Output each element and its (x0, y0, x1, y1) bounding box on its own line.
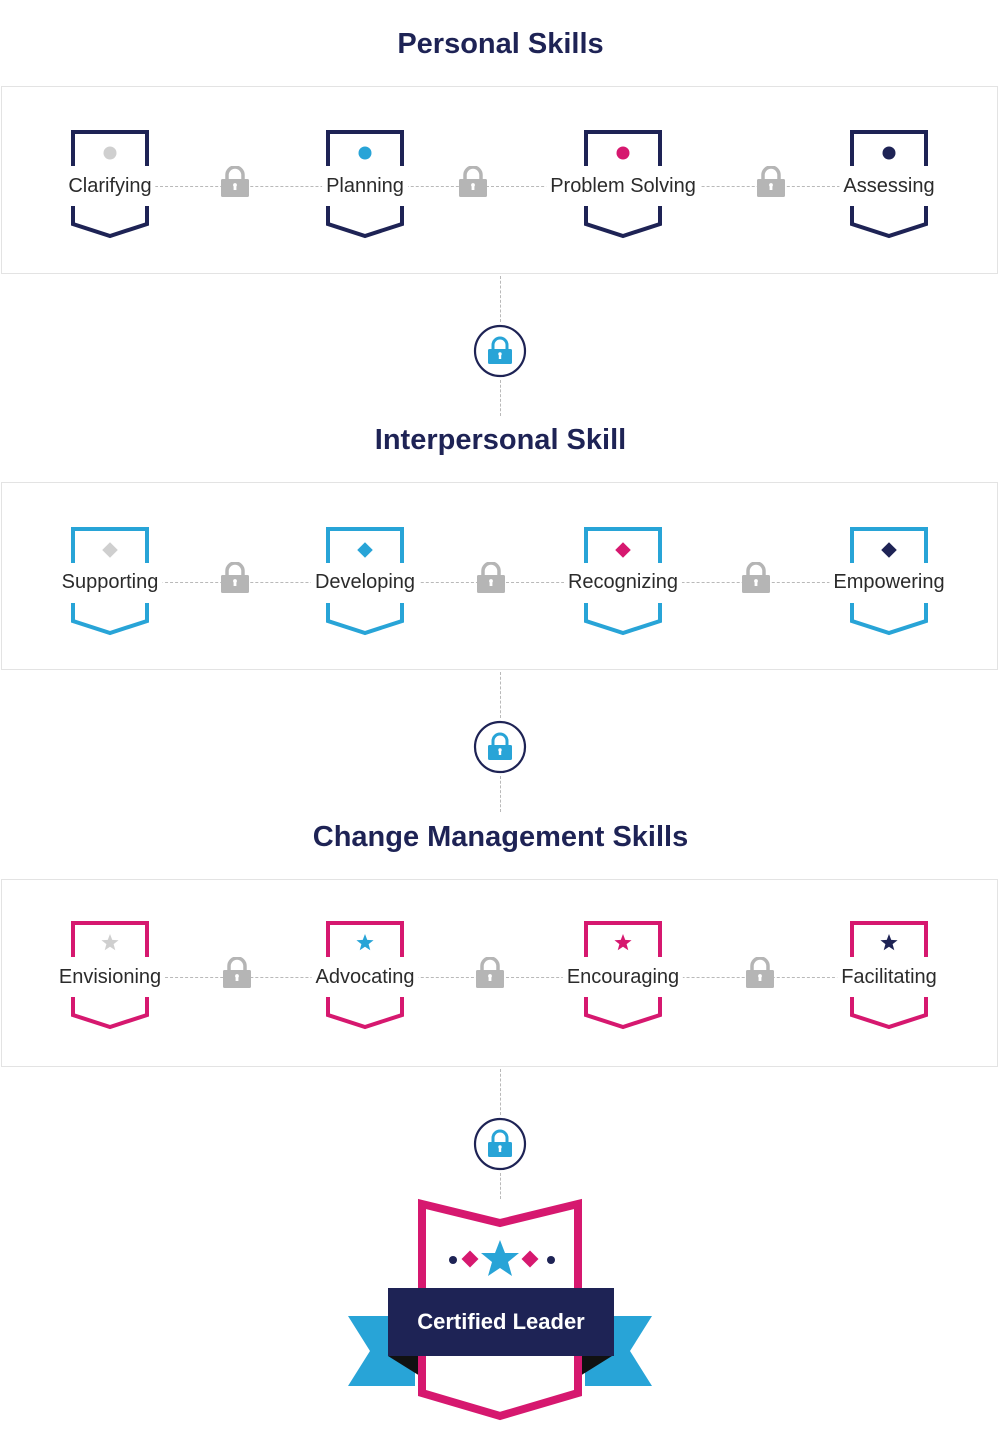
skill-label: Problem Solving (546, 173, 700, 199)
connector-line (500, 776, 501, 812)
skill-label: Assessing (839, 173, 939, 199)
certified-leader-badge (348, 1198, 652, 1421)
unlock-icon (473, 1117, 527, 1171)
skill-badge (850, 130, 928, 240)
padlock-icon (745, 956, 775, 989)
skill-badge (850, 921, 928, 1031)
diamond-icon (850, 527, 928, 636)
skill-badge (584, 130, 662, 240)
connector-line (500, 672, 501, 718)
skill-label: Advocating (311, 964, 419, 990)
skill-badge (71, 527, 149, 637)
diamond-icon (326, 527, 404, 636)
skill-badge (326, 921, 404, 1031)
section-title-personal-skills: Personal Skills (397, 28, 604, 60)
padlock-icon (741, 561, 771, 594)
connector-line (500, 1069, 501, 1115)
skill-badge (71, 130, 149, 240)
star-icon (326, 921, 404, 1030)
diamond-icon (584, 527, 662, 636)
padlock-icon (220, 561, 250, 594)
section-title-interpersonal-skill: Interpersonal Skill (374, 424, 627, 456)
skill-badge (71, 921, 149, 1031)
skill-label: Supporting (57, 569, 163, 595)
padlock-icon (476, 561, 506, 594)
diamond-icon (71, 527, 149, 636)
skill-badge (326, 527, 404, 637)
unlock-icon (473, 720, 527, 774)
padlock-icon (475, 956, 505, 989)
padlock-icon (222, 956, 252, 989)
skill-label: Empowering (829, 569, 949, 595)
circle-icon (584, 130, 662, 239)
skill-label: Recognizing (563, 569, 683, 595)
connector-line (500, 1173, 501, 1199)
star-icon (850, 921, 928, 1030)
skills-panel-personal (1, 86, 998, 274)
skill-label: Developing (310, 569, 420, 595)
circle-icon (71, 130, 149, 239)
skill-badge (850, 527, 928, 637)
skill-label: Clarifying (64, 173, 156, 199)
circle-icon (850, 130, 928, 239)
certified-leader-label: Certified Leader (417, 1309, 585, 1334)
skill-badge (326, 130, 404, 240)
circle-icon (326, 130, 404, 239)
star-icon (71, 921, 149, 1030)
skill-label: Envisioning (54, 964, 166, 990)
skill-label: Facilitating (837, 964, 941, 990)
padlock-icon (458, 165, 488, 198)
star-icon (584, 921, 662, 1030)
skill-label: Planning (322, 173, 408, 199)
padlock-icon (220, 165, 250, 198)
skill-label: Encouraging (562, 964, 684, 990)
unlock-icon (473, 324, 527, 378)
skill-badge (584, 527, 662, 637)
skill-badge (584, 921, 662, 1031)
padlock-icon (756, 165, 786, 198)
connector-line (500, 380, 501, 416)
skill-path-line (150, 186, 850, 187)
connector-line (500, 276, 501, 322)
section-title-change-management-skills: Change Management Skills (312, 821, 689, 853)
